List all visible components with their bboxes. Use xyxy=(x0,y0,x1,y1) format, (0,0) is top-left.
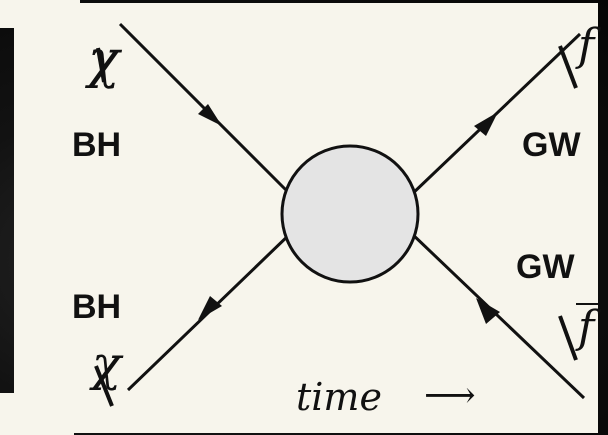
outgoing-line-bottom xyxy=(408,230,586,400)
particle-in-top: χ xyxy=(88,30,120,90)
slash-mark xyxy=(94,365,114,407)
slash-mark xyxy=(96,47,106,83)
label-gw-top: GW xyxy=(522,126,581,164)
arrowhead-icon xyxy=(474,112,498,136)
time-axis-arrow: ⟶ xyxy=(424,375,476,416)
time-axis-label: time xyxy=(296,375,382,419)
label-bh-top: BH xyxy=(72,126,122,164)
slash-mark xyxy=(558,45,578,89)
particle-out-top: f xyxy=(578,20,595,71)
panel-corner-top-left xyxy=(0,0,80,28)
arrowhead-icon xyxy=(198,104,222,126)
arrowhead-icon xyxy=(198,296,222,320)
arrowhead-icon xyxy=(476,298,500,324)
panel-corner-bottom-left xyxy=(0,393,74,435)
blob-circle-icon xyxy=(280,144,420,284)
slash-mark xyxy=(558,315,578,361)
particle-in-bottom: χ xyxy=(92,336,122,392)
label-bh-bottom: BH xyxy=(72,288,122,326)
particle-out-bottom: f xyxy=(578,302,595,353)
label-gw-bottom: GW xyxy=(516,248,575,286)
